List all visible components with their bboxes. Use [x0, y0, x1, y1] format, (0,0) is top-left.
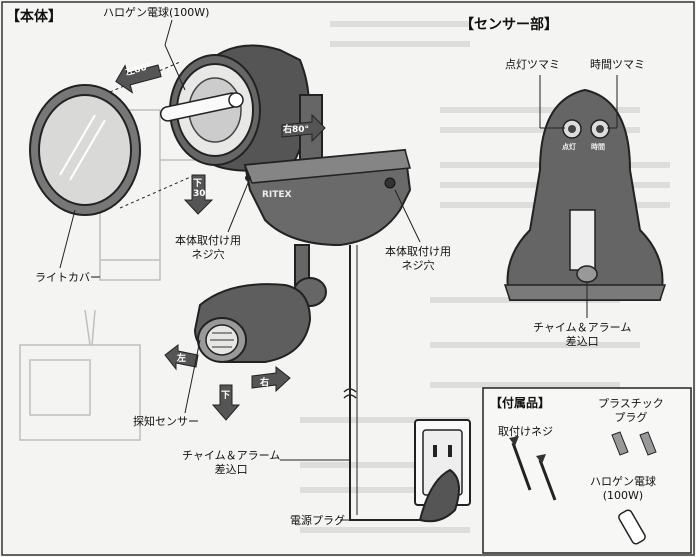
label-chime-alarm-inlet-left: チャイム＆アラーム 差込口	[182, 449, 280, 477]
section-title-sensor-part: 【センサー部】	[460, 17, 558, 33]
label-power-plug: 電源プラグ	[290, 514, 345, 527]
label-accessory-halogen-bulb-line1: ハロゲン電球	[590, 475, 656, 488]
label-chime-alarm-inlet-right: チャイム＆アラーム 差込口	[533, 321, 631, 349]
label-mount-hole-right: 本体取付け用 ネジ穴	[385, 245, 451, 273]
label-mount-hole-right-line1: 本体取付け用	[385, 245, 451, 258]
label-brand: RITEX	[262, 190, 292, 200]
arrow-label-lamp-right: 右80°	[283, 125, 310, 135]
label-halogen-bulb: ハロゲン電球(100W)	[103, 6, 210, 19]
label-chime-alarm-inlet-right-line2: 差込口	[565, 334, 599, 348]
accessory-items-drawing	[509, 431, 657, 545]
knob-mark-lighting: 点灯	[562, 143, 576, 151]
label-time-knob: 時間ツマミ	[590, 58, 645, 71]
label-chime-alarm-inlet-left-line2: 差込口	[214, 462, 248, 476]
label-lighting-knob: 点灯ツマミ	[505, 58, 560, 71]
leader-lines	[59, 19, 618, 521]
label-mount-hole-left-line1: 本体取付け用	[175, 234, 241, 247]
arrow-label-sensor-down: 下	[221, 391, 231, 401]
label-accessory-halogen-bulb-line2: (100W)	[602, 488, 644, 502]
label-light-cover: ライトカバー	[35, 271, 101, 284]
section-title-accessories: 【付属品】	[490, 396, 551, 410]
sensor-head-drawing	[193, 277, 327, 363]
light-cover-drawing	[29, 84, 141, 216]
accessories-box	[482, 387, 692, 554]
label-mount-hole-right-line2: ネジ穴	[401, 258, 435, 272]
section-title-main-body: 【本体】	[6, 9, 62, 25]
label-chime-alarm-inlet-right-line1: チャイム＆アラーム	[533, 321, 632, 334]
sensor-rear-drawing	[503, 88, 667, 301]
wall-outlet-drawing	[414, 419, 471, 523]
label-accessory-plastic-plug-line1: プラスチック	[598, 397, 664, 410]
label-accessory-halogen-bulb: ハロゲン電球 (100W)	[590, 475, 656, 503]
label-chime-alarm-inlet-left-line1: チャイム＆アラーム	[182, 449, 281, 462]
arrow-label-sensor-right: 右	[260, 378, 270, 388]
arrow-label-sensor-left: 左	[177, 354, 187, 364]
label-accessory-plastic-plug-line2: プラグ	[614, 410, 648, 424]
label-accessory-screws: 取付けネジ	[498, 425, 553, 438]
label-mount-hole-left: 本体取付け用 ネジ穴	[175, 234, 241, 262]
arrow-label-lamp-down: 下30°	[193, 179, 211, 199]
knob-mark-time: 時間	[591, 143, 605, 151]
mount-base-drawing	[243, 148, 420, 521]
rotation-arrows	[115, 64, 326, 421]
lamp-head-drawing	[159, 44, 323, 172]
label-accessory-plastic-plug: プラスチック プラグ	[598, 397, 664, 425]
label-mount-hole-left-line2: ネジ穴	[191, 247, 225, 261]
label-detect-sensor: 探知センサー	[133, 415, 199, 428]
